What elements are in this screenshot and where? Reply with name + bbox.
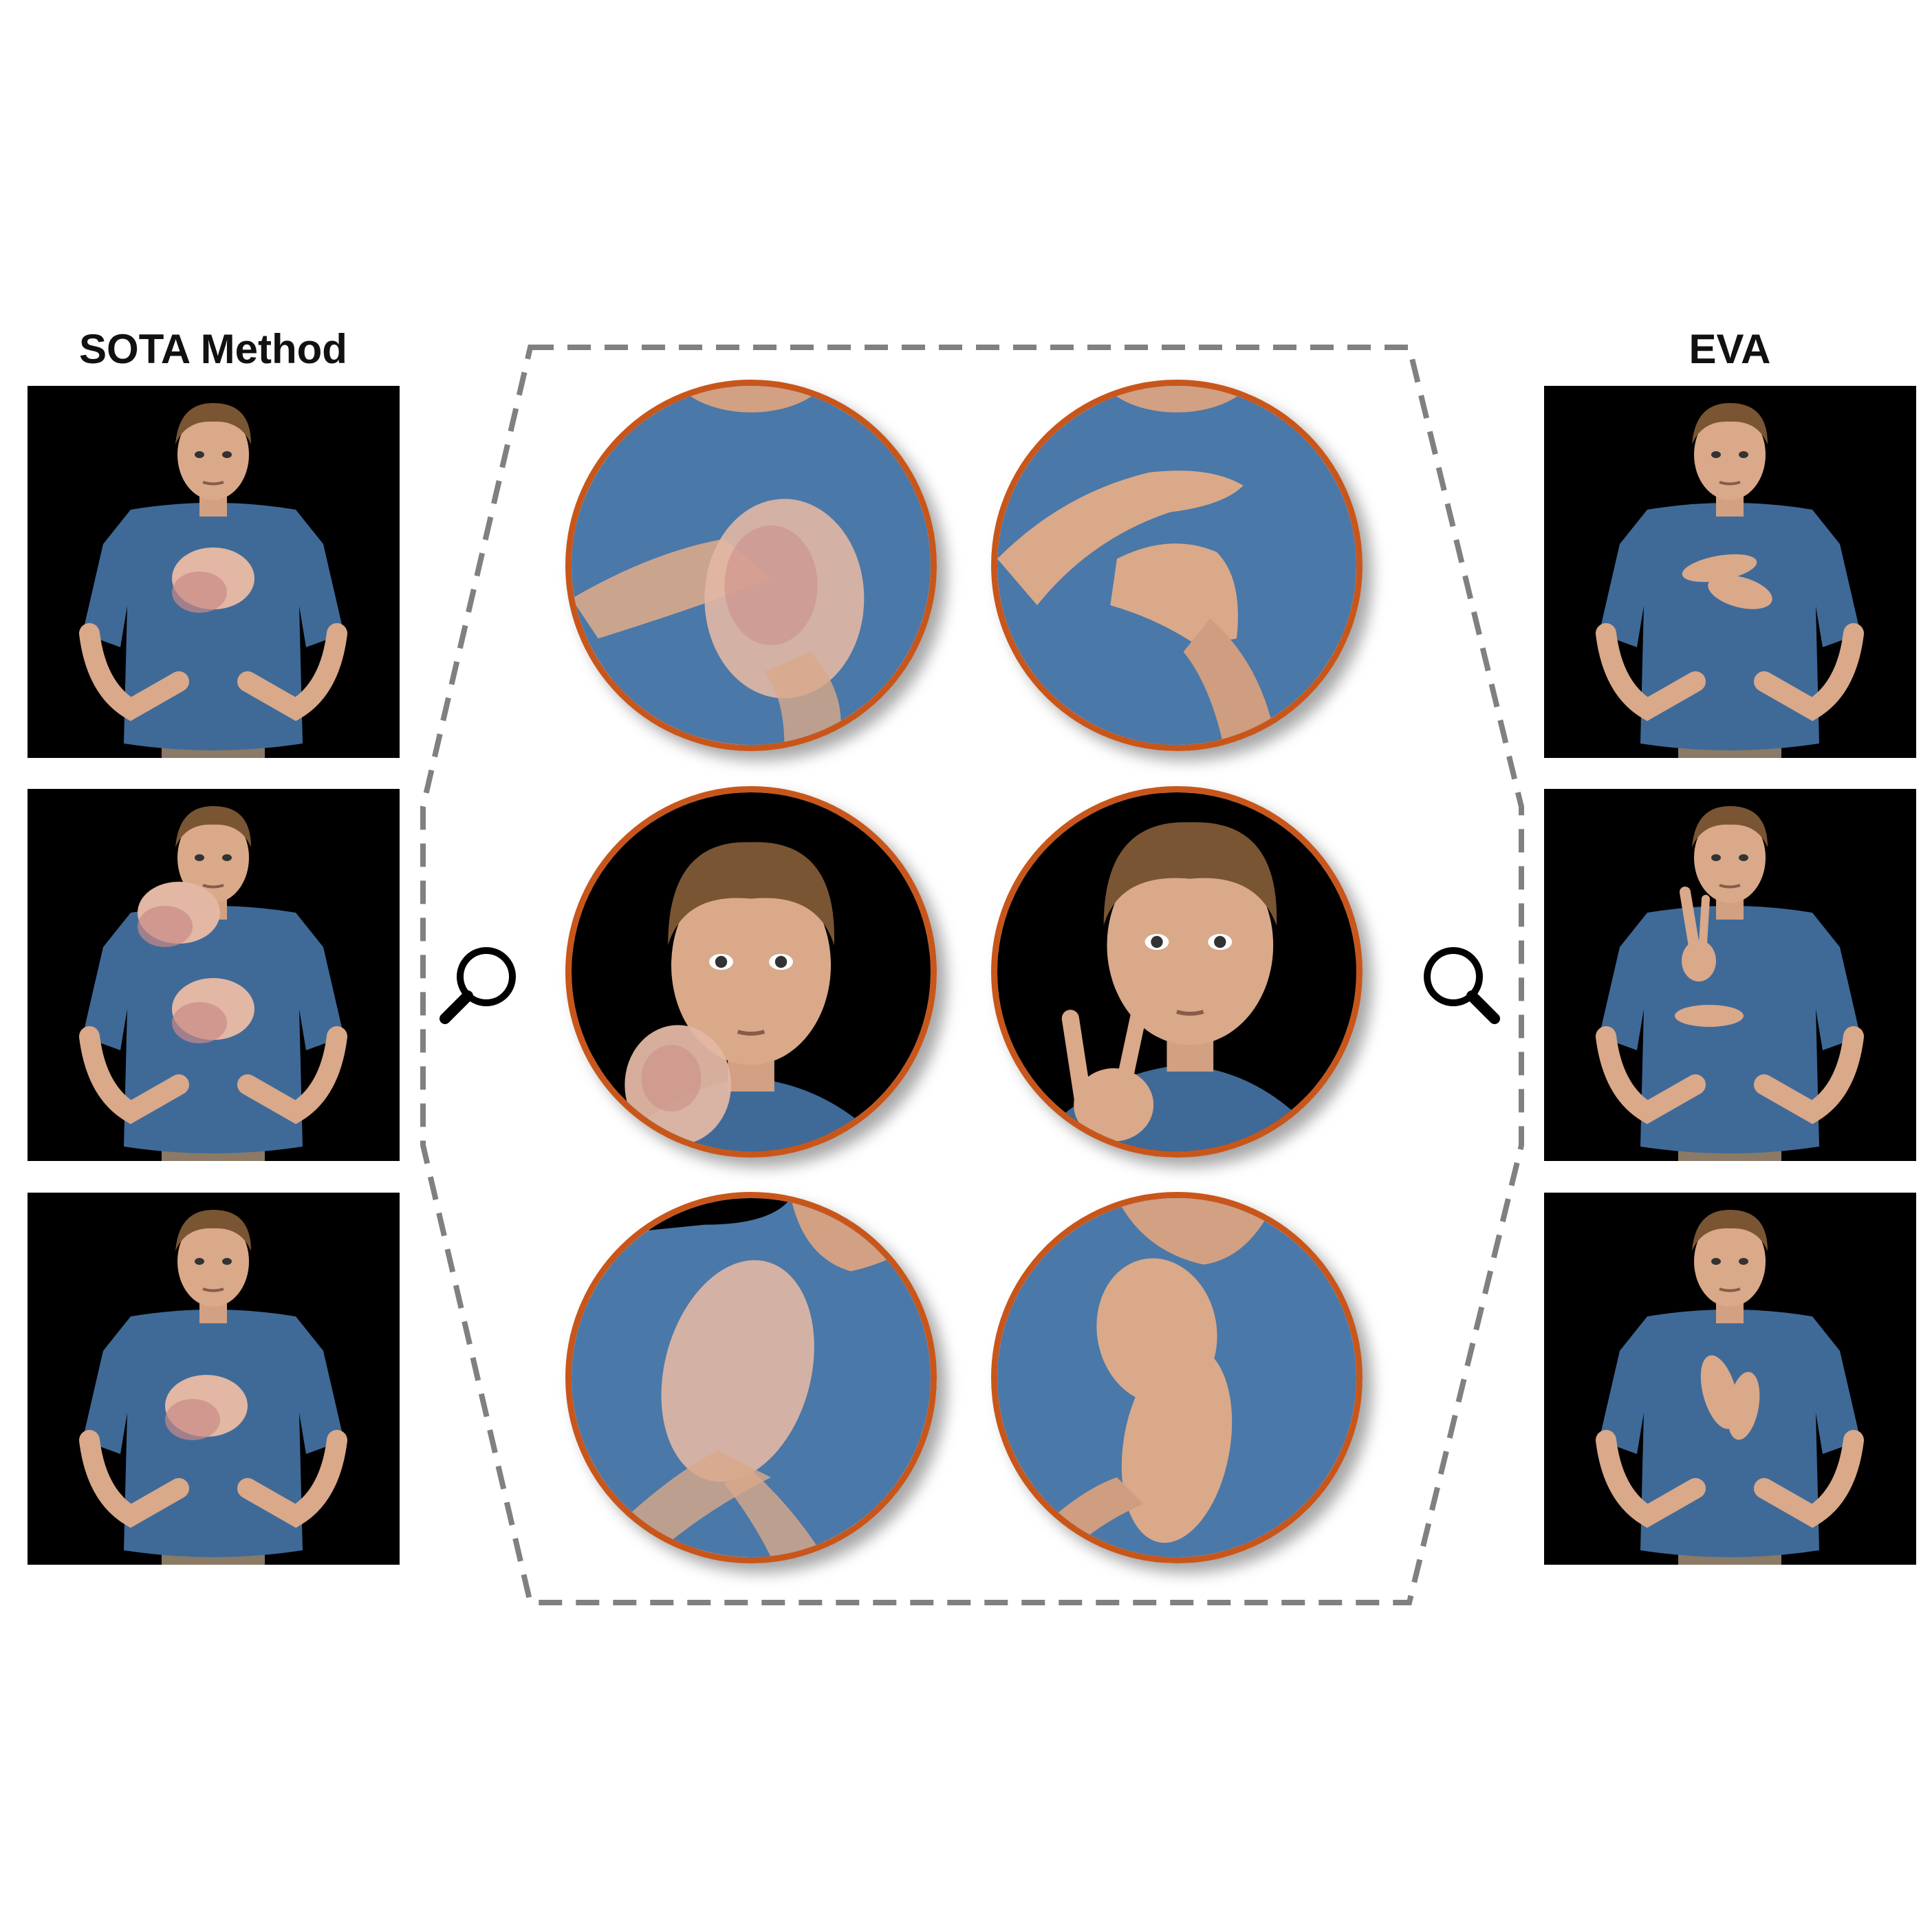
eva-title: EVA xyxy=(1689,326,1771,372)
zoom-circle-sota-hands-3 xyxy=(565,1192,937,1563)
sota-frame-1 xyxy=(28,386,400,758)
eva-frame-1 xyxy=(1544,386,1916,758)
zoom-circle-eva-hands-1 xyxy=(991,380,1363,751)
sota-frame-2 xyxy=(28,789,400,1161)
magnifier-icon xyxy=(439,947,516,1024)
eva-frame-3 xyxy=(1544,1193,1916,1565)
magnifier-icon xyxy=(1424,947,1500,1024)
sota-frame-3 xyxy=(28,1193,400,1565)
zoom-circle-sota-face xyxy=(565,786,937,1158)
sota-method-title: SOTA Method xyxy=(79,326,347,372)
zoom-circle-eva-hands-3 xyxy=(991,1192,1363,1563)
eva-frame-2 xyxy=(1544,789,1916,1161)
zoom-circle-eva-face xyxy=(991,786,1363,1158)
zoom-circle-sota-hands-1 xyxy=(565,380,937,751)
